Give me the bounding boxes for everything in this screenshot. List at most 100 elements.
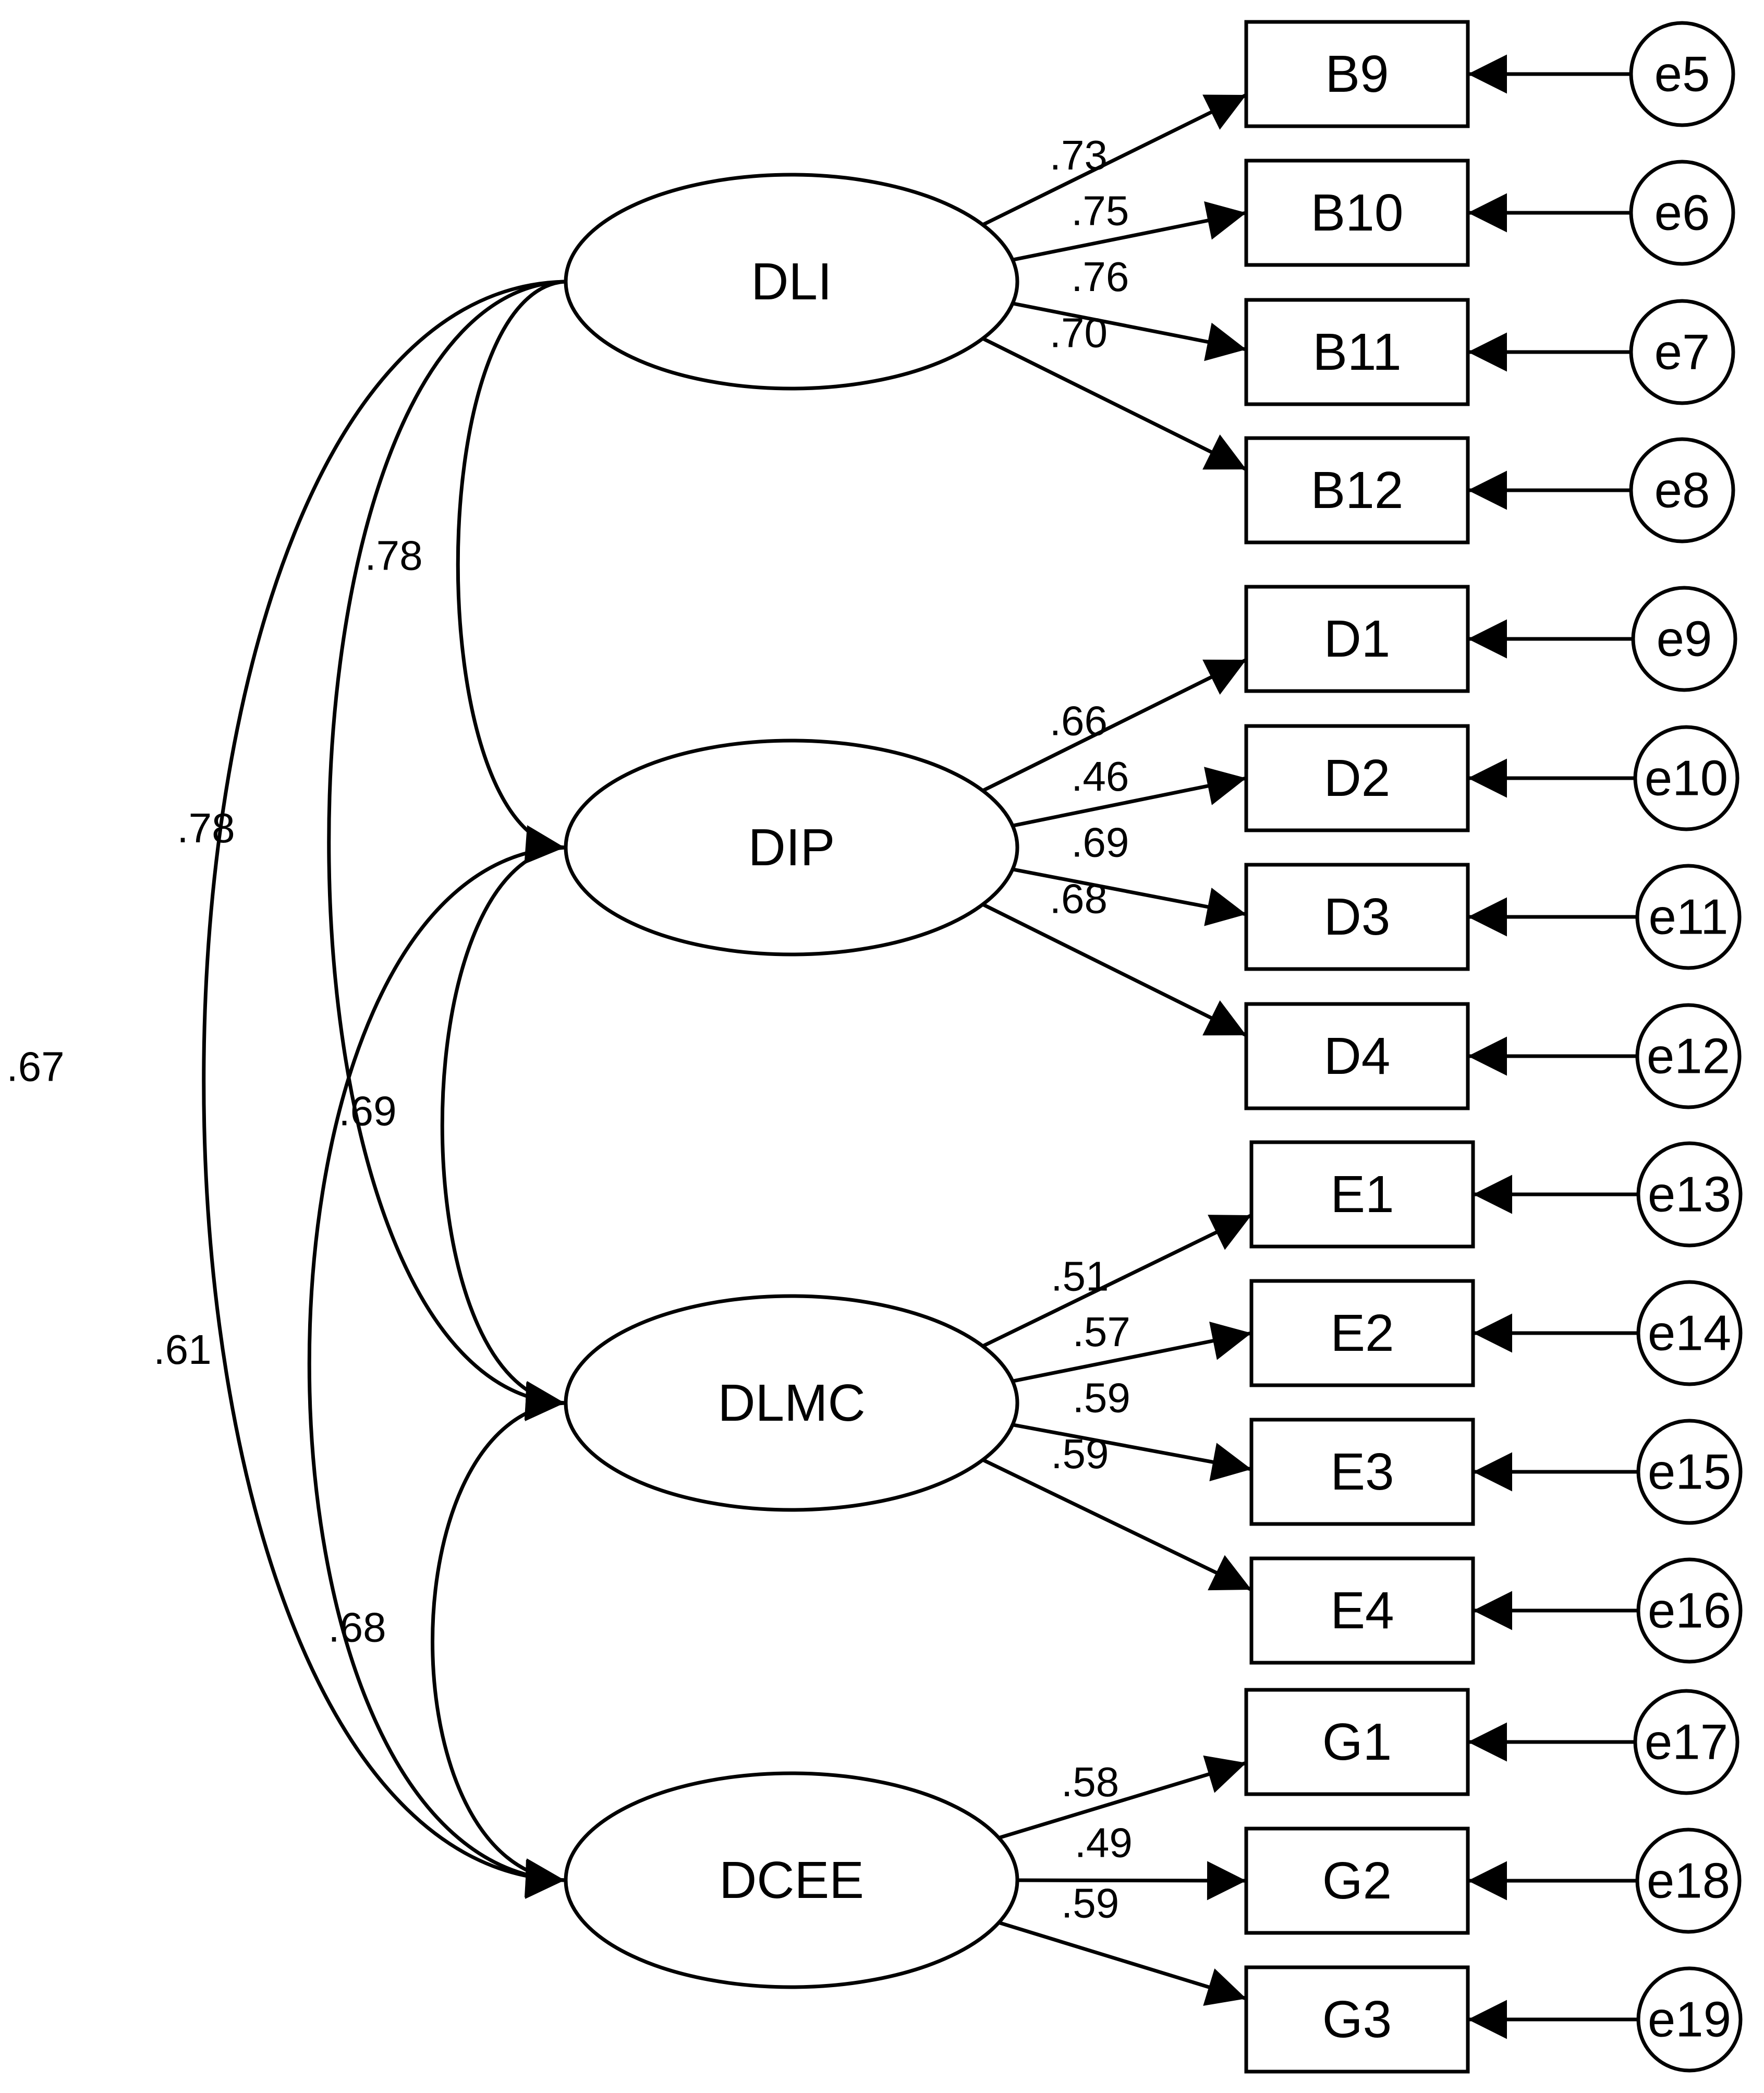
loading-g1-coefficient: .58 — [1061, 1759, 1119, 1805]
indicator-g1-label: G1 — [1322, 1713, 1392, 1771]
indicator-b9-label: B9 — [1325, 45, 1389, 103]
loading-dcee-g3-arrow — [995, 1920, 1247, 2006]
loading-b9-coefficient: .73 — [1050, 132, 1108, 178]
error-e17-label: e17 — [1645, 1714, 1728, 1770]
loading-g3-coefficient: .59 — [1061, 1880, 1119, 1927]
indicator-g2-box — [1244, 1826, 1470, 1935]
indicator-g1-box — [1244, 1688, 1470, 1796]
correlation-dli-dlmc-coefficient: .78 — [177, 805, 235, 851]
error-e19-circle — [1636, 1966, 1743, 2073]
error-e19-label: e19 — [1648, 1992, 1731, 2048]
indicator-b12-label: B12 — [1311, 461, 1404, 519]
correlation-dli-dip-coefficient: .78 — [364, 533, 422, 579]
factor-loading-paths: .73.75.76.70.66.46.69.68.51.57.59.59.58.… — [980, 93, 1252, 2006]
latent-dip-label: DIP — [748, 818, 835, 877]
loading-b10-coefficient: .75 — [1071, 188, 1129, 234]
indicator-b9-box — [1244, 20, 1470, 128]
loading-d3-coefficient: .69 — [1071, 819, 1129, 866]
latent-dcee-ellipse — [564, 1771, 1019, 1989]
indicator-b10-box — [1244, 159, 1470, 267]
correlation-dip-dcee-coefficient: .61 — [153, 1326, 211, 1373]
latent-dlmc-ellipse — [564, 1294, 1019, 1512]
error-e14-label: e14 — [1648, 1305, 1731, 1361]
error-e18-circle — [1635, 1828, 1742, 1934]
loading-dip-d3-arrow — [1009, 867, 1247, 926]
error-e15-circle — [1636, 1419, 1743, 1525]
indicator-d4-box — [1244, 1002, 1470, 1110]
correlation-dli-dip-arc — [456, 259, 605, 864]
indicator-d4-label: D4 — [1324, 1027, 1391, 1085]
correlation-dli-dlmc-arc — [327, 260, 605, 1421]
indicator-d3-box — [1244, 863, 1470, 971]
error-e13-label: e13 — [1648, 1167, 1731, 1223]
indicator-b12-box — [1244, 436, 1470, 545]
indicator-d1-box — [1244, 585, 1470, 693]
error-e13-circle — [1636, 1141, 1743, 1248]
loading-dli-b10-arrow — [1009, 201, 1247, 262]
indicator-d1-label: D1 — [1324, 610, 1391, 668]
indicator-e4-label: E4 — [1330, 1581, 1394, 1640]
loading-d1-coefficient: .66 — [1050, 698, 1108, 744]
indicator-g2-label: G2 — [1322, 1852, 1392, 1910]
error-e18-label: e18 — [1647, 1853, 1730, 1909]
error-e6-label: e6 — [1654, 185, 1710, 241]
loading-dlmc-e3-arrow — [1009, 1422, 1252, 1482]
correlation-dip-dlmc-coefficient: .69 — [338, 1088, 396, 1134]
indicator-e2-label: E2 — [1330, 1304, 1394, 1362]
correlation-dlmc-dcee-arc — [431, 1381, 605, 1897]
indicator-e2-box — [1249, 1279, 1475, 1387]
error-e11-circle — [1635, 864, 1742, 970]
error-e5-circle — [1629, 21, 1735, 127]
indicator-d3-label: D3 — [1324, 888, 1391, 946]
error-e8-circle — [1629, 437, 1735, 543]
error-e10-label: e10 — [1645, 751, 1728, 806]
loading-dli-b9-arrow — [980, 93, 1247, 227]
indicator-b11-label: B11 — [1312, 323, 1402, 381]
latent-dli-ellipse — [564, 173, 1019, 391]
indicator-e1-box — [1249, 1140, 1475, 1249]
loading-dip-d1-arrow — [980, 658, 1247, 793]
indicator-d2-label: D2 — [1324, 749, 1391, 807]
latent-dip-ellipse — [564, 739, 1019, 957]
error-e5-label: e5 — [1654, 46, 1710, 102]
indicator-b11-box — [1244, 298, 1470, 406]
error-e16-circle — [1636, 1557, 1743, 1664]
latent-dli-label: DLI — [751, 252, 832, 311]
loading-dlmc-e4-arrow — [980, 1457, 1252, 1592]
indicator-b10-label: B10 — [1311, 184, 1404, 242]
indicator-e3-box — [1249, 1418, 1475, 1526]
error-e14-circle — [1636, 1280, 1743, 1386]
loading-e1-coefficient: .51 — [1051, 1253, 1109, 1300]
indicator-g3-label: G3 — [1322, 1990, 1392, 2049]
loading-dli-b12-arrow — [980, 336, 1247, 471]
indicator-e1-label: E1 — [1330, 1165, 1394, 1224]
correlation-dli-dcee-arc — [202, 261, 604, 1899]
error-e6-circle — [1629, 160, 1735, 266]
loading-e2-coefficient: .57 — [1073, 1309, 1130, 1355]
loading-dlmc-e1-arrow — [980, 1213, 1252, 1349]
error-e7-label: e7 — [1654, 324, 1710, 380]
indicator-e4-box — [1249, 1556, 1475, 1665]
error-e17-circle — [1633, 1689, 1739, 1795]
loading-dcee-g1-arrow — [995, 1755, 1247, 1841]
indicator-e3-label: E3 — [1330, 1443, 1394, 1501]
indicator-d2-box — [1244, 724, 1470, 832]
loading-dip-d4-arrow — [980, 902, 1247, 1037]
correlation-dip-dlmc-arc — [440, 825, 605, 1420]
error-e9-label: e9 — [1657, 611, 1712, 667]
error-e7-circle — [1629, 299, 1735, 405]
error-e16-label: e16 — [1648, 1583, 1731, 1639]
latent-dcee-label: DCEE — [719, 1851, 864, 1909]
loading-g2-coefficient: .49 — [1075, 1819, 1133, 1866]
loading-d2-coefficient: .46 — [1071, 753, 1129, 800]
loading-d4-coefficient: .68 — [1050, 875, 1108, 922]
loading-dip-d2-arrow — [1009, 767, 1247, 828]
correlation-dlmc-dcee-coefficient: .68 — [328, 1604, 386, 1651]
error-e10-circle — [1633, 725, 1739, 831]
loading-dli-b11-arrow — [1009, 301, 1247, 361]
indicator-g3-box — [1244, 1965, 1470, 2074]
loading-dlmc-e2-arrow — [1009, 1322, 1252, 1384]
loading-e3-coefficient: .59 — [1073, 1374, 1130, 1421]
